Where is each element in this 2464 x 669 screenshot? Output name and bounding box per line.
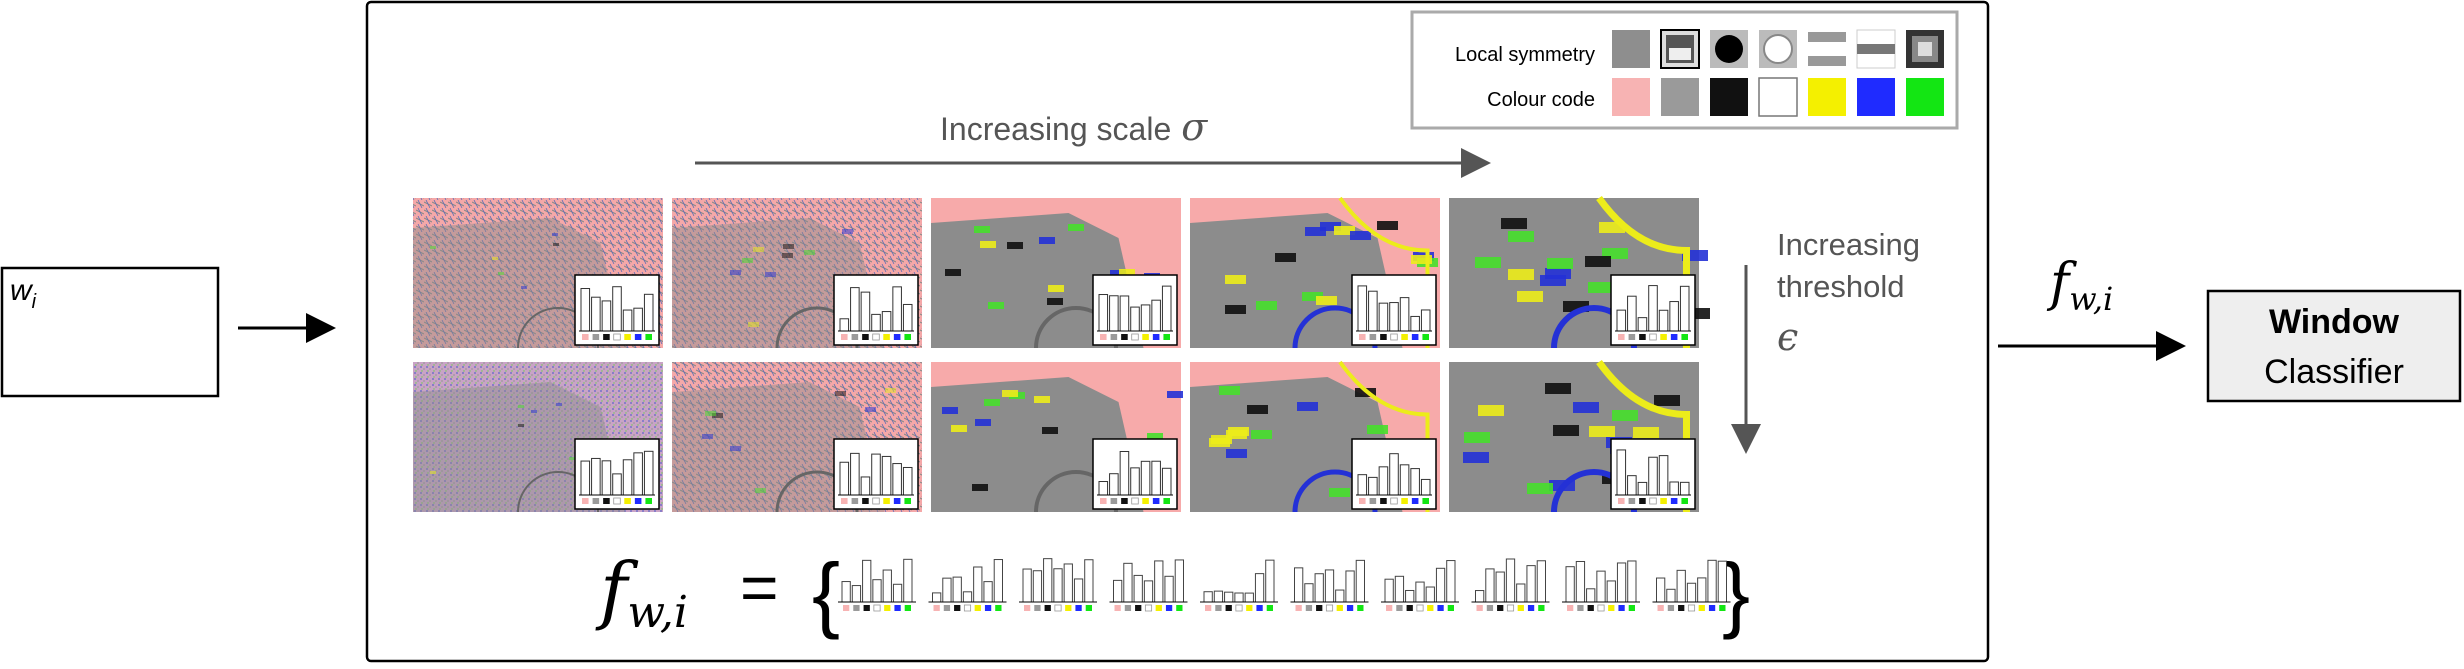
feature-equals: =	[740, 550, 779, 624]
feature-histogram	[1109, 559, 1188, 612]
symmetry-map-image	[1449, 359, 1699, 513]
feature-histogram	[1381, 560, 1459, 612]
feature-histogram	[1652, 559, 1731, 612]
histogram	[574, 438, 660, 510]
colour-swatch	[1612, 78, 1650, 116]
symmetry-map-image	[413, 198, 663, 349]
symmetry-map-image	[1190, 360, 1440, 513]
threshold-symbol: ϵ	[1777, 315, 1798, 359]
feature-histogram	[928, 559, 1007, 612]
histogram	[1351, 274, 1437, 346]
symmetry-map-image	[1190, 196, 1440, 349]
feature-open-brace: {	[812, 546, 840, 640]
histogram	[1092, 438, 1178, 510]
horizontal-line-icon	[1856, 29, 1896, 69]
image-grid	[413, 195, 1710, 513]
feature-histogram	[1562, 560, 1640, 612]
feature-histogram	[1200, 559, 1278, 612]
colour-swatch	[1857, 78, 1895, 116]
horizontal-band-icon	[1808, 30, 1846, 68]
colour-swatch	[1758, 77, 1798, 117]
symmetry-map-image	[931, 198, 1181, 349]
histogram	[1351, 438, 1437, 510]
symmetry-map-image	[672, 362, 922, 513]
feature-histogram	[1290, 559, 1369, 612]
legend: Local symmetry Colour code	[1410, 10, 1959, 130]
dark-blob-icon	[1660, 29, 1700, 69]
colour-swatch	[1808, 78, 1846, 116]
colour-swatch	[1906, 78, 1944, 116]
threshold-label-line2: threshold	[1777, 269, 1905, 304]
symmetry-map-image	[931, 362, 1183, 513]
dark-ring-icon	[1710, 30, 1748, 68]
legend-row1-label: Local symmetry	[1455, 44, 1595, 66]
colour-swatch	[1710, 78, 1748, 116]
feature-histogram	[1019, 558, 1097, 612]
feature-histogram	[1471, 558, 1550, 612]
dark-square-icon	[1906, 30, 1944, 68]
window-classifier: Window Classifier	[2206, 289, 2462, 403]
output-feature-label: fw,i	[2046, 253, 2113, 318]
symmetry-map-image	[413, 362, 663, 513]
symmetry-map-image	[672, 198, 922, 349]
histogram	[1610, 274, 1696, 346]
classifier-line2: Classifier	[2264, 353, 2404, 391]
input-window-label: wi	[10, 274, 37, 313]
histogram	[833, 274, 919, 346]
light-ring-icon	[1759, 30, 1797, 68]
histogram	[574, 274, 660, 346]
symmetry-map-image	[1449, 195, 1710, 349]
histogram	[1092, 274, 1178, 346]
input-window: wi	[0, 266, 220, 398]
svg-text:fw,i: fw,i	[2046, 253, 2113, 318]
feature-equation: fw,i = { }	[595, 546, 1750, 640]
histogram	[833, 438, 919, 510]
colour-swatch	[1661, 78, 1699, 116]
threshold-label-line1: Increasing	[1777, 227, 1920, 262]
histogram	[1610, 438, 1696, 510]
feature-histogram	[838, 558, 916, 612]
flat-grey-icon	[1612, 30, 1650, 68]
classifier-line1: Window	[2269, 303, 2400, 341]
legend-row2-label: Colour code	[1487, 89, 1595, 111]
